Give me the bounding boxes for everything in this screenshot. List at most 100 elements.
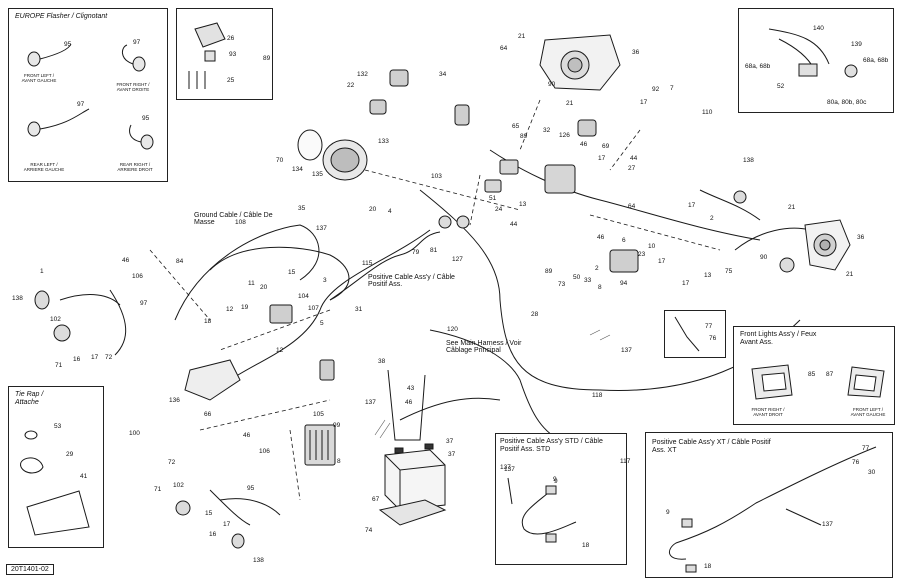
- callout-137: 137: [365, 399, 376, 406]
- callout-95: 95: [64, 41, 72, 48]
- callout-30-xt: 30: [868, 469, 876, 476]
- callout-84: 84: [176, 258, 184, 265]
- positive-xt-title: Positive Cable Ass'y XT / Câble Positif …: [652, 439, 771, 454]
- callout-18: 18: [204, 318, 212, 325]
- europe-flasher-title: EUROPE Flasher / Clignotant: [15, 13, 108, 20]
- callout-4: 4: [388, 208, 392, 215]
- front-lights-title: Front Lights Ass'y / Feux Avant Ass.: [740, 331, 817, 346]
- callout-137-xt: 137: [822, 521, 833, 528]
- callout-140: 140: [813, 25, 824, 32]
- callout-9-std: 9: [554, 478, 558, 485]
- label-front-left-light: FRONT LEFT / AVANT GAUCHE: [850, 407, 886, 417]
- callout-16: 16: [209, 531, 217, 538]
- callout-106: 106: [132, 273, 143, 280]
- callout-72: 72: [105, 354, 113, 361]
- callout-137: 137: [316, 225, 327, 232]
- callout-85: 85: [808, 371, 816, 378]
- flasher-illustrations: [27, 43, 154, 150]
- callout-46: 46: [243, 432, 251, 439]
- callout-8: 8: [337, 458, 341, 465]
- callout-137: 137: [500, 464, 511, 471]
- callout-136: 136: [169, 397, 180, 404]
- callout-12: 12: [276, 347, 284, 354]
- callout-71: 71: [55, 362, 63, 369]
- positive-cable-xt-inset: Positive Cable Ass'y XT / Câble Positif …: [645, 432, 893, 578]
- callout-29: 29: [66, 451, 74, 458]
- callout-52: 52: [777, 83, 785, 90]
- callout-13: 13: [704, 272, 712, 279]
- callout-64: 64: [628, 203, 636, 210]
- callout-133: 133: [378, 138, 389, 145]
- handlebar-illustration: [768, 28, 858, 78]
- callout-72: 72: [168, 459, 176, 466]
- callout-102: 102: [173, 482, 184, 489]
- callout-137: 137: [621, 347, 632, 354]
- callout-120: 120: [447, 326, 458, 333]
- callout-17: 17: [91, 354, 99, 361]
- callout-37: 37: [446, 438, 454, 445]
- callout-17: 17: [223, 521, 231, 528]
- callout-89: 89: [263, 55, 271, 62]
- callout-64: 64: [500, 45, 508, 52]
- callout-132: 132: [357, 71, 368, 78]
- callout-19: 19: [241, 304, 249, 311]
- callout-71: 71: [154, 486, 162, 493]
- callout-105: 105: [313, 411, 324, 418]
- positive-std-title: Positive Cable Ass'y STD / Câble Positif…: [500, 438, 603, 453]
- callout-24: 24: [495, 206, 503, 213]
- tie-rap-illustrations: [20, 430, 90, 536]
- relay-illustration: [188, 22, 226, 89]
- callout-81: 81: [430, 247, 438, 254]
- callout-75: 75: [725, 268, 733, 275]
- callout-90: 90: [760, 254, 768, 261]
- callout-102: 102: [50, 316, 61, 323]
- callout-90: 90: [548, 81, 556, 88]
- label-front-right-light: FRONT RIGHT / AVANT DROIT: [751, 407, 785, 417]
- callout-9: 9: [553, 476, 557, 483]
- callout-20: 20: [260, 284, 268, 291]
- callout-20: 20: [369, 206, 377, 213]
- positive-cable-annotation: Positive Cable Ass'y / Câble Positif Ass…: [368, 274, 455, 288]
- callout-138: 138: [12, 295, 23, 302]
- callout-3: 3: [323, 277, 327, 284]
- callout-139: 139: [851, 41, 862, 48]
- positive-cable-std-inset: Positive Cable Ass'y STD / Câble Positif…: [495, 433, 630, 565]
- callout-25: 25: [227, 77, 235, 84]
- callout-106: 106: [259, 448, 270, 455]
- callout-10: 10: [648, 243, 656, 250]
- callout-46: 46: [580, 141, 588, 148]
- callout-103: 103: [431, 173, 442, 180]
- label-rear-left: REAR LEFT / ARRIERE GAUCHE: [23, 162, 65, 172]
- callout-34: 34: [439, 71, 447, 78]
- callout-66: 66: [204, 411, 212, 418]
- callout-89: 89: [545, 268, 553, 275]
- callout-65: 65: [512, 123, 520, 130]
- callout-127: 127: [452, 256, 463, 263]
- callout-33: 33: [584, 277, 592, 284]
- callout-43: 43: [407, 385, 415, 392]
- callout-76-detail: 76: [709, 335, 717, 342]
- callout-73: 73: [558, 281, 566, 288]
- callout-21: 21: [566, 100, 574, 107]
- callout-68a-68b-left: 68a, 68b: [745, 63, 771, 70]
- callout-18-std: 18: [582, 542, 590, 549]
- callout-107: 107: [308, 305, 319, 312]
- callout-2: 2: [595, 265, 599, 272]
- callout-97: 97: [133, 39, 141, 46]
- callout-110: 110: [702, 109, 713, 116]
- callout-21: 21: [846, 271, 854, 278]
- callout-35: 35: [298, 205, 306, 212]
- tie-rap-inset: Tie Rap / Attache 53 29 41: [8, 386, 104, 548]
- callout-95: 95: [247, 485, 255, 492]
- callout-76-xt: 76: [852, 459, 860, 466]
- callout-46: 46: [597, 234, 605, 241]
- label-front-right: FRONT RIGHT / AVANT DROITE: [116, 82, 150, 92]
- callout-41: 41: [80, 473, 88, 480]
- diagram-reference: 20T1401-02: [6, 564, 54, 575]
- callout-138: 138: [743, 157, 754, 164]
- callout-135: 135: [312, 171, 323, 178]
- callout-79: 79: [412, 249, 420, 256]
- positive-std-illustration: [507, 477, 577, 543]
- callout-74: 74: [365, 527, 373, 534]
